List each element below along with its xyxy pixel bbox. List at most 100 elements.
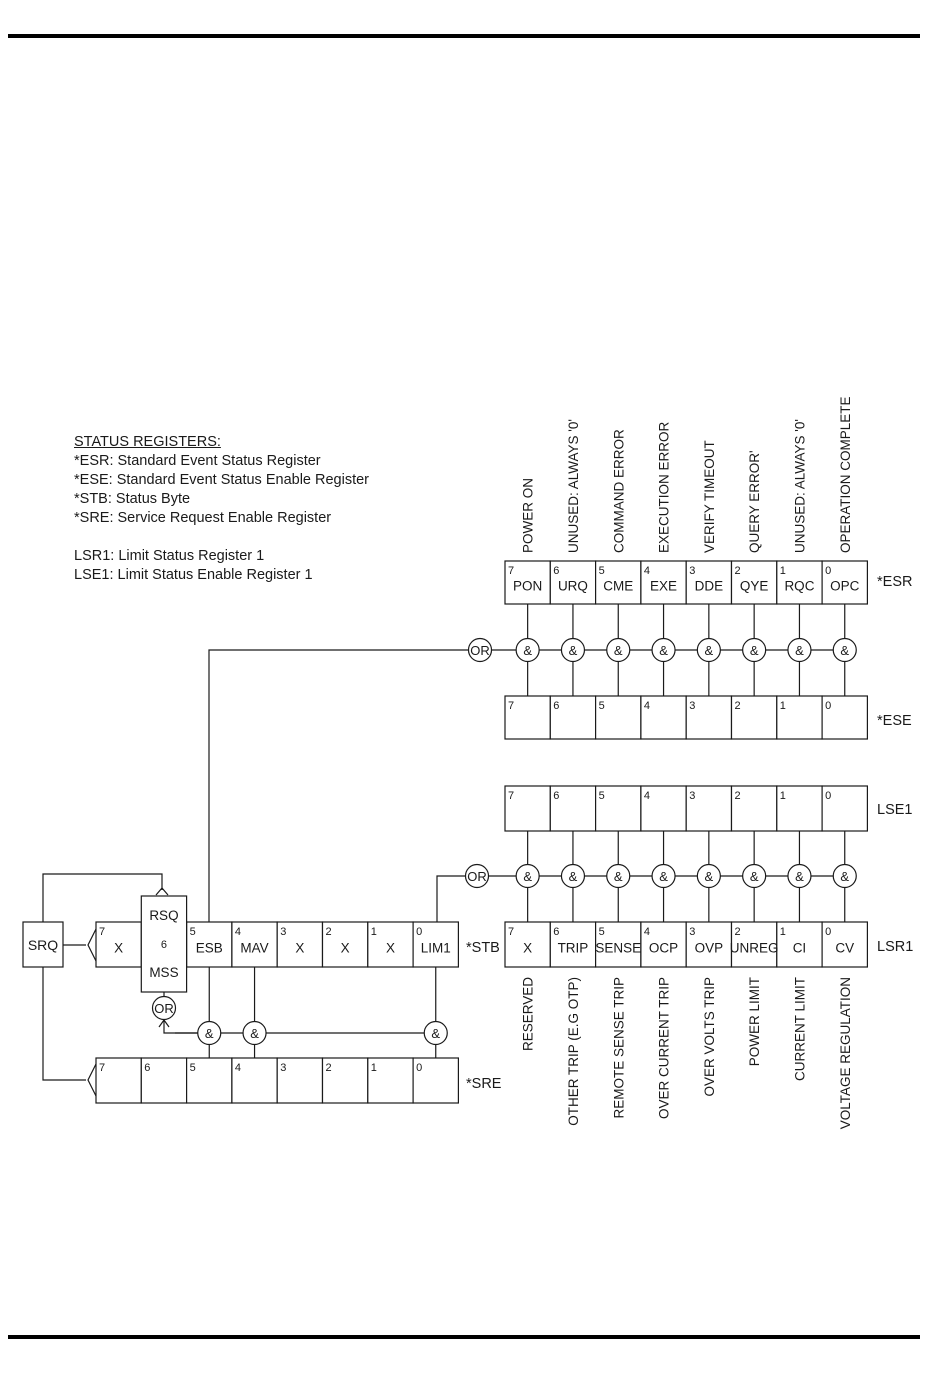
lsr1-bit-5-number: 5 — [599, 926, 605, 938]
lsr1-bit-5-cell — [594, 921, 642, 968]
stb-and-gate-4-label: & — [250, 1026, 259, 1041]
lsr-and-gate-2-label: & — [750, 869, 759, 884]
lsr1-bit-3-label: OVP — [695, 941, 724, 956]
esr-bit-7-label: PON — [513, 579, 542, 594]
lsr1-description-2: POWER LIMIT — [747, 977, 762, 1066]
lsr1-description-0: VOLTAGE REGULATION — [838, 977, 853, 1129]
esr-bit-3-label: DDE — [695, 579, 724, 594]
stb-bit-3-label: X — [295, 941, 304, 956]
esr-bit-2-number: 2 — [735, 565, 741, 577]
stb-and-gate-0-label: & — [431, 1026, 440, 1041]
rsq-label: RSQ — [149, 908, 178, 923]
ese-bit-7-cell — [504, 695, 551, 740]
lse1-bit-6-cell — [549, 785, 597, 832]
rsq-arrow — [155, 887, 169, 896]
srq-label: SRQ — [28, 937, 58, 953]
esr-bit-2-label: QYE — [740, 579, 769, 594]
lsr-and-gate-5 — [606, 863, 631, 889]
legend-line-lsr1: LSR1: Limit Status Register 1 — [74, 548, 265, 564]
stb-bit-3-number: 3 — [280, 926, 286, 938]
esr-bit-4-label: EXE — [650, 579, 677, 594]
sre-bit-3-cell — [276, 1057, 324, 1104]
status-registers-legend: STATUS REGISTERS: *ESR: Standard Event S… — [74, 433, 369, 585]
srq-box — [22, 921, 64, 968]
lsr1-description-6: OTHER TRIP (E.G OTP) — [566, 977, 581, 1126]
lse1-bit-0-cell — [821, 785, 868, 832]
lsr-and-gate-5-label: & — [614, 869, 623, 884]
esr-bit-5-cell — [594, 560, 642, 605]
esr-description-5: COMMAND ERROR — [611, 429, 626, 553]
lsr-and-gate-6-label: & — [569, 869, 578, 884]
stb-bit-0-cell — [412, 921, 460, 968]
lsr1-description-5: REMOTE SENSE TRIP — [611, 977, 626, 1119]
mss-label: MSS — [149, 965, 178, 980]
esr-bit-3-number: 3 — [689, 565, 695, 577]
lse1-bit-7-cell — [504, 785, 551, 832]
lse1-bit-1-number: 1 — [780, 790, 786, 802]
stb-bit-0-number: 0 — [416, 926, 422, 938]
stb-bit-2-number: 2 — [326, 926, 332, 938]
lsr1-bit-7-cell — [504, 921, 551, 968]
lsr1-bit-1-number: 1 — [780, 926, 786, 938]
ese-bit-7-number: 7 — [508, 700, 514, 712]
lsr1-bit-4-label: OCP — [649, 941, 678, 956]
sre-srq-line — [42, 967, 86, 1081]
lsr1-bit-1-label: CI — [793, 941, 807, 956]
lsr-or-gate-label: OR — [467, 869, 487, 884]
stb-bit-1-cell — [367, 921, 414, 968]
ese-bit-6-number: 6 — [553, 700, 559, 712]
esr-and-gate-4-label: & — [659, 643, 668, 658]
ese-bit-0-number: 0 — [825, 700, 831, 712]
stb-input-wedge — [87, 928, 97, 962]
lsr-and-gate-0 — [832, 863, 857, 889]
stb-bit-4-label: MAV — [240, 941, 268, 956]
stb-register-name: *STB — [466, 940, 500, 956]
lsr1-bit-7-label: X — [523, 941, 532, 956]
lsr1-bit-3-number: 3 — [689, 926, 695, 938]
esr-or-gate-label: OR — [470, 643, 490, 658]
lsr1-bit-4-number: 4 — [644, 926, 650, 938]
ese-bit-2-number: 2 — [735, 700, 741, 712]
stb-bit-7-label: X — [114, 941, 123, 956]
top-rule — [8, 34, 920, 38]
lse1-bit-7-number: 7 — [508, 790, 514, 802]
sre-register-name: *SRE — [466, 1076, 502, 1092]
ese-bit-4-number: 4 — [644, 700, 650, 712]
esr-bit-1-label: RQC — [784, 579, 814, 594]
esr-and-gate-7 — [515, 637, 540, 663]
esr-bit-5-number: 5 — [599, 565, 605, 577]
lse1-bit-2-number: 2 — [735, 790, 741, 802]
sre-bit-6-cell — [140, 1057, 188, 1104]
lsr-and-gate-7-label: & — [523, 869, 532, 884]
esr-bit-6-label: URQ — [558, 579, 588, 594]
stb-or-gate-label: OR — [154, 1001, 174, 1016]
legend-line-sre: *SRE: Service Request Enable Register — [74, 510, 332, 526]
lsr1-bit-6-label: TRIP — [558, 941, 589, 956]
esr-description-6: UNUSED: ALWAYS '0' — [566, 419, 581, 553]
esr-bit-0-label: OPC — [830, 579, 860, 594]
srq-feedback-line — [42, 873, 163, 922]
esr-bit-4-cell — [640, 560, 687, 605]
lsr1-bit-0-number: 0 — [825, 926, 831, 938]
stb-bit-4-number: 4 — [235, 926, 241, 938]
sre-bit-2-number: 2 — [326, 1062, 332, 1074]
lse1-register-name: LSE1 — [877, 802, 912, 818]
logic-gates — [151, 637, 857, 1046]
esr-description-0: OPERATION COMPLETE — [838, 396, 853, 553]
connection-lines — [42, 604, 848, 1097]
esr-and-gate-7-label: & — [523, 643, 532, 658]
stb-and-gate-5-label: & — [205, 1026, 214, 1041]
lsr1-bit-0-label: CV — [835, 941, 854, 956]
sre-bit-3-number: 3 — [280, 1062, 286, 1074]
lsr1-bit-7-number: 7 — [508, 926, 514, 938]
or-to-bus-line — [163, 1020, 200, 1034]
stb-bit-6-number: 6 — [161, 939, 167, 951]
stb-bit-1-number: 1 — [371, 926, 377, 938]
sre-bit-4-cell — [231, 1057, 278, 1104]
esr-and-gate-0 — [832, 637, 857, 663]
lsr-and-gate-4 — [651, 863, 676, 889]
esr-and-gate-1-label: & — [795, 643, 804, 658]
ese-bit-1-number: 1 — [780, 700, 786, 712]
esr-register-name: *ESR — [877, 574, 912, 590]
